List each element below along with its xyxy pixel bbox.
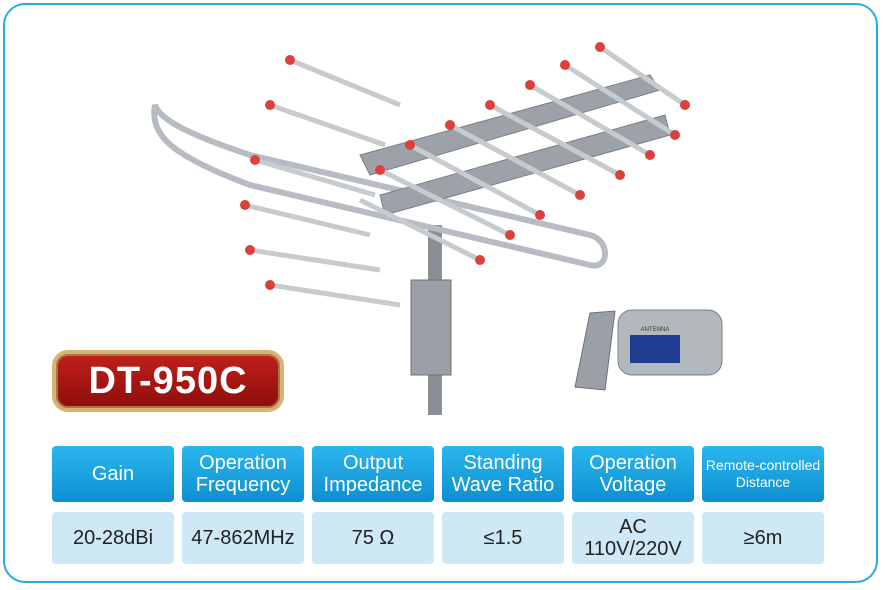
spec-header-voltage: Operation Voltage: [572, 446, 694, 502]
model-name: DT-950C: [88, 359, 248, 402]
model-badge: DT-950C: [52, 350, 284, 412]
spec-header-impedance: Output Impedance: [312, 446, 434, 502]
spec-header-distance: Remote-controlled Distance: [702, 446, 824, 502]
spec-value-distance: ≥6m: [702, 512, 824, 564]
antenna-product-image: ANTENNA: [151, 42, 723, 415]
spec-value-voltage: AC 110V/220V: [572, 512, 694, 564]
spec-header-swr: Standing Wave Ratio: [442, 446, 564, 502]
spec-value-swr: ≤1.5: [442, 512, 564, 564]
spec-value-impedance: 75 Ω: [312, 512, 434, 564]
spec-value-frequency: 47-862MHz: [182, 512, 304, 564]
spec-value-gain: 20-28dBi: [52, 512, 174, 564]
spec-header-row: Gain Operation Frequency Output Impedanc…: [52, 446, 830, 502]
spec-table: Gain Operation Frequency Output Impedanc…: [52, 446, 830, 564]
spec-header-frequency: Operation Frequency: [182, 446, 304, 502]
control-box-label: ANTENNA: [641, 327, 670, 333]
spec-value-row: 20-28dBi 47-862MHz 75 Ω ≤1.5 AC 110V/220…: [52, 512, 830, 564]
spec-header-gain: Gain: [52, 446, 174, 502]
